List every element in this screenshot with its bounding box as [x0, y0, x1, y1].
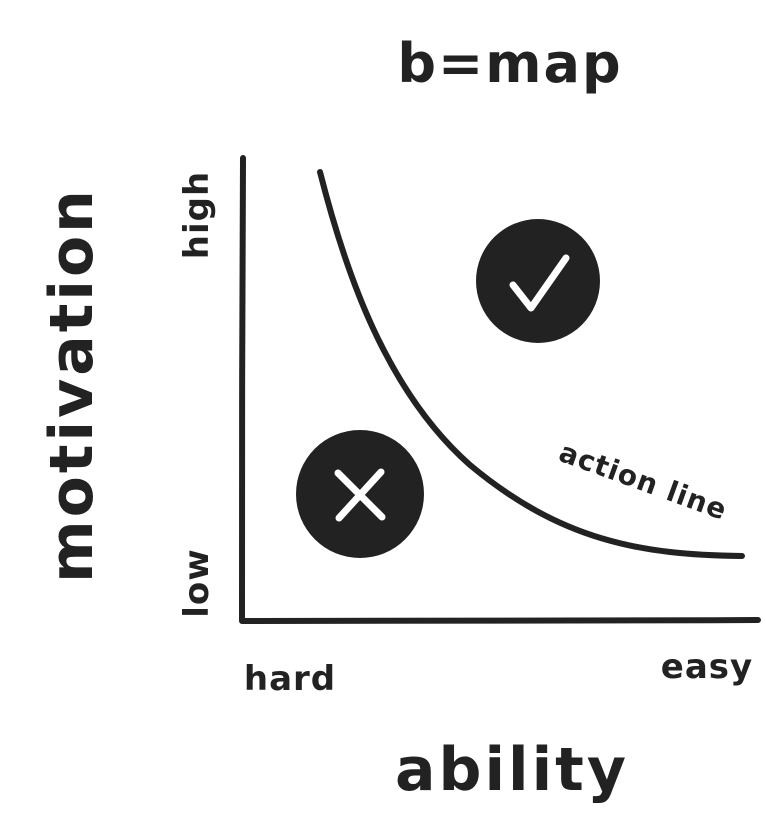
x-axis-title: ability	[395, 735, 629, 805]
y-axis-title: motivation	[37, 187, 107, 583]
x-axis-line	[239, 617, 761, 625]
failure-marker	[296, 430, 424, 558]
y-axis-low-label: low	[177, 548, 217, 617]
x-axis-high-label: easy	[661, 647, 753, 687]
check-icon	[509, 254, 570, 312]
diagram-title: b=map	[397, 32, 622, 95]
success-marker	[476, 219, 600, 343]
cross-icon	[334, 468, 386, 522]
y-axis-line	[239, 155, 246, 623]
action-line-curve	[317, 169, 745, 559]
check-circle	[476, 219, 600, 343]
y-axis-high-label: high	[177, 171, 217, 259]
x-axis-low-label: hard	[244, 659, 336, 699]
action-line-label: action line	[555, 435, 732, 526]
